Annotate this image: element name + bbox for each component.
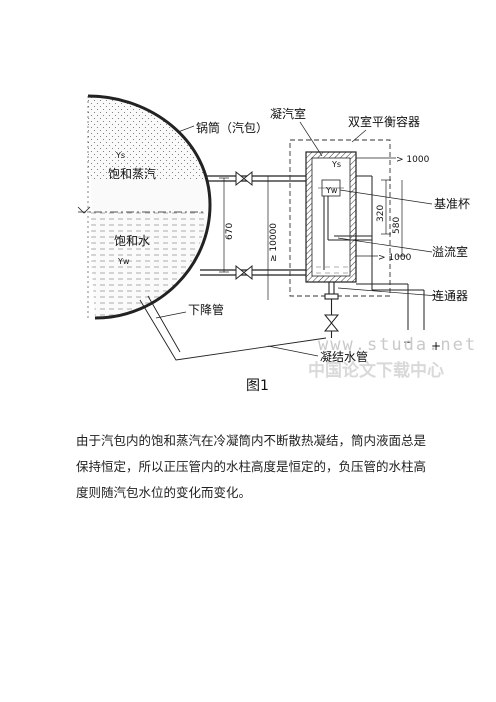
- double-chamber-outline: [289, 139, 391, 297]
- label-overflow-chamber: 溢流室: [432, 244, 468, 259]
- dim-1000-mid: > 1000: [378, 253, 412, 263]
- label-yw-vessel: Yw: [325, 186, 338, 195]
- balance-vessel: [305, 151, 372, 283]
- label-steam: 饱和蒸汽: [108, 166, 156, 181]
- dim-1000-top: > 1000: [396, 155, 430, 165]
- watermark-url: www.studa.net: [318, 335, 477, 355]
- downcomer-pipe: [139, 295, 327, 361]
- label-yw-drum: Yw: [117, 257, 130, 266]
- label-reference-cup: 基准杯: [434, 197, 470, 211]
- label-connector: 连通器: [432, 288, 468, 303]
- drum-water-space: [88, 212, 206, 318]
- figure-caption: 图1: [246, 378, 269, 394]
- label-plus: +: [431, 339, 441, 353]
- label-minus: −: [403, 335, 413, 349]
- label-drum: 锅筒（汽包）: [196, 120, 268, 135]
- label-ys-drum: Ys: [115, 151, 125, 160]
- watermark-site: 中国论文下载中心: [308, 360, 444, 381]
- output-pipes: [356, 175, 425, 330]
- label-downcomer: 下降管: [188, 302, 224, 317]
- dim-10000: ≥ 10000: [269, 223, 279, 262]
- water-valve: [235, 264, 253, 281]
- label-water: 饱和水: [114, 233, 150, 248]
- boiler-level-diagram: 饱和蒸汽 饱和水 Ys Yw 锅筒（汽包） 670 ≥ 10000: [77, 94, 477, 394]
- dim-670: 670: [225, 223, 235, 240]
- label-double-chamber: 双室平衡容器: [348, 114, 420, 129]
- steam-valve: [235, 170, 253, 187]
- dim-580: 580: [392, 217, 402, 234]
- boiler-drum: [77, 94, 212, 320]
- steam-pipe: [206, 175, 306, 182]
- body-paragraph: 由于汽包内的饱和蒸汽在冷凝筒内不断散热凝结，筒内液面总是保持恒定，所以正压管内的…: [76, 433, 427, 500]
- dimension-320-580: [381, 179, 407, 257]
- dimension-670: [219, 177, 229, 273]
- drum-steam-space: [88, 96, 206, 180]
- water-pipe: [200, 269, 306, 276]
- drain-valve: [323, 314, 340, 332]
- label-condense-chamber: 凝汽室: [270, 106, 306, 121]
- label-ys-vessel: Ys: [331, 160, 341, 169]
- dim-320: 320: [376, 205, 386, 222]
- label-condensate-pipe: 凝结水管: [320, 349, 368, 364]
